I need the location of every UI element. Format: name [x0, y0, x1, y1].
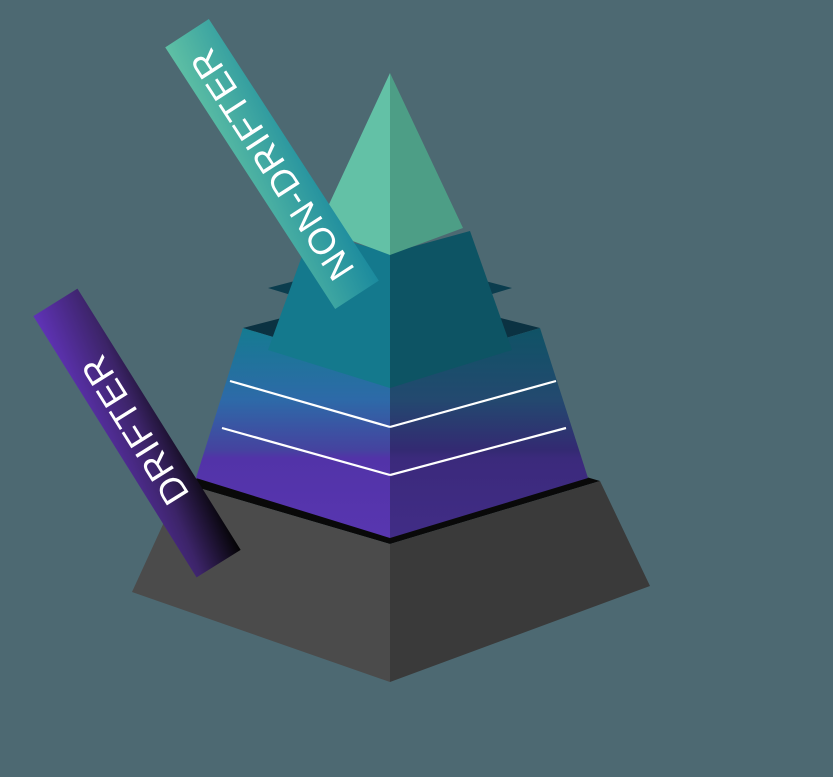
- gradient-block-right-face: [390, 328, 588, 538]
- divider-line-upper-right: [390, 379, 557, 429]
- divider-line-lower-left: [221, 426, 390, 477]
- non-drifter-band-rect: [165, 19, 379, 309]
- divider-line-upper-left: [229, 379, 390, 429]
- apex-right-face: [390, 73, 463, 255]
- drifter-band-rect: [33, 288, 241, 578]
- divider-line-lower-right: [390, 426, 567, 477]
- tier-apex: [318, 73, 463, 255]
- gradient-block-left-face: [196, 328, 390, 538]
- apex-left-face: [318, 73, 390, 255]
- base-right-face: [390, 481, 650, 682]
- second-tier-right-face: [390, 231, 512, 388]
- tier-gradient-block: [196, 290, 588, 538]
